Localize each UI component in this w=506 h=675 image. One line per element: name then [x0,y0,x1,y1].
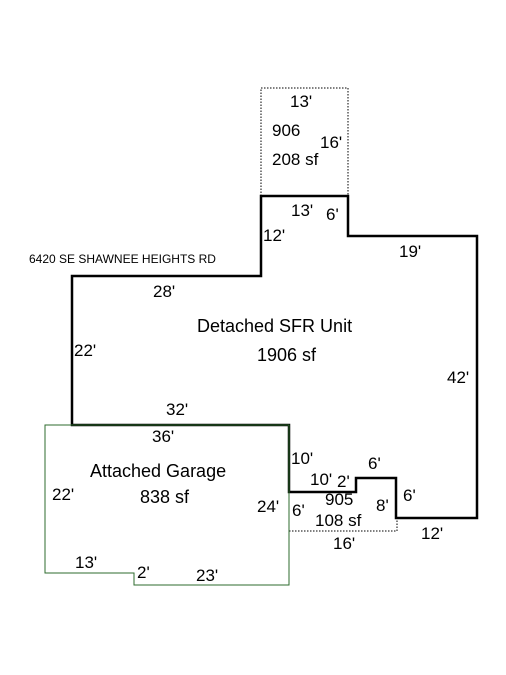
main-area: 1906 sf [257,345,317,365]
garage-notch-dim: 2' [137,563,150,582]
main-left-dim: 22' [74,341,96,360]
notch-top-dim: 6' [368,454,381,473]
main-dwelling-outline [70,194,479,520]
patio-code: 905 [325,490,353,509]
main-step-down-dim: 6' [326,205,339,224]
porch-area: 208 sf [272,150,319,169]
garage-bottom-left-dim: 13' [75,553,97,572]
main-notch-left-b-dim: 10' [310,470,332,489]
main-bottom-right-dim: 12' [421,524,443,543]
address-label: 6420 SE SHAWNEE HEIGHTS RD [29,252,216,266]
notch-up-dim: 2' [337,472,350,491]
patio-bottom-dim: 16' [333,534,355,553]
garage-bottom-right-dim: 23' [196,566,218,585]
main-bottom-right-vert-dim: 6' [403,486,416,505]
garage-left-dim: 22' [52,485,74,504]
main-step-top-dim: 13' [291,201,313,220]
patio-left-dim: 6' [292,501,305,520]
main-step-left-dim: 12' [263,226,285,245]
porch-side-dim: 16' [320,133,342,152]
main-right-dim: 42' [447,368,469,387]
main-name: Detached SFR Unit [197,316,352,336]
garage-outline [44,424,290,586]
main-left-top-dim: 28' [153,282,175,301]
porch-top-dim: 13' [290,92,312,111]
garage-name: Attached Garage [90,461,226,481]
garage-area: 838 sf [140,487,190,507]
patio-area: 108 sf [315,511,362,530]
patio-right-dim: 8' [376,496,389,515]
main-notch-left-a-dim: 10' [291,449,313,468]
main-right-top-dim: 19' [399,242,421,261]
main-bottom-dim: 32' [166,400,188,419]
garage-right-dim: 24' [257,497,279,516]
garage-top-dim: 36' [152,427,174,446]
porch-code: 906 [272,121,300,140]
